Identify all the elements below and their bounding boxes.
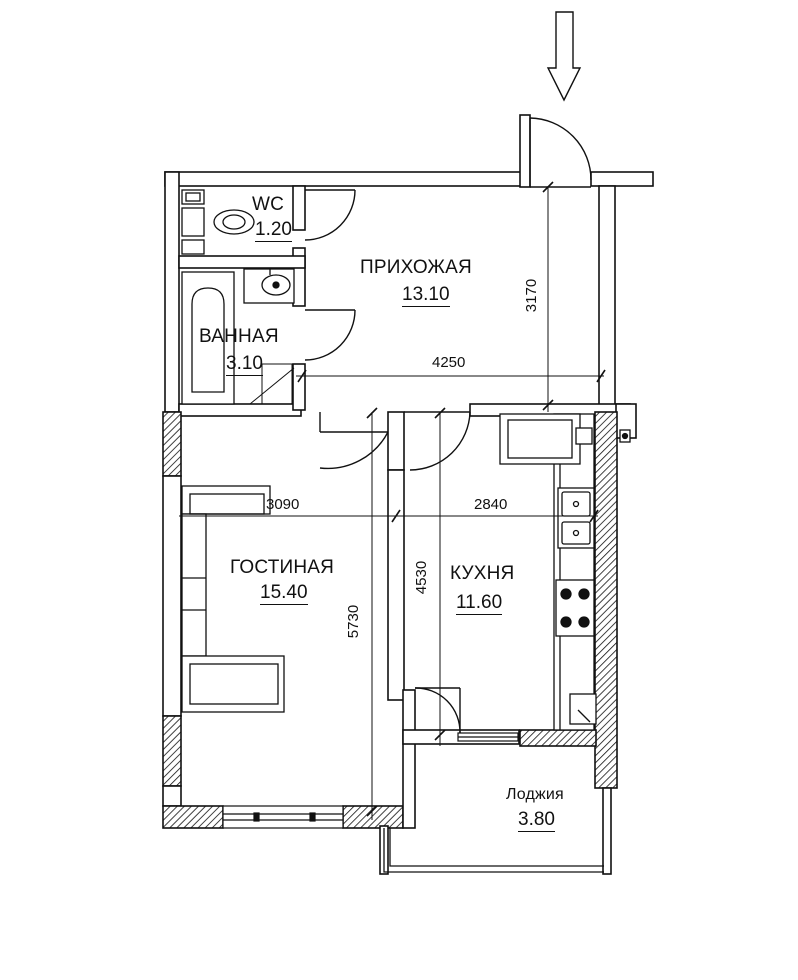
cabinet-icon [499, 413, 631, 465]
room-name-living: ГОСТИНАЯ [230, 557, 335, 578]
dimension-kitchen-depth: 4530 [413, 560, 431, 595]
dimension-hall-depth: 3170 [523, 278, 541, 313]
dimension-kitchen-width: 2840 [474, 496, 508, 513]
room-area-loggia: 3.80 [518, 809, 555, 832]
boiler-icon [569, 693, 597, 725]
toilet-icon [181, 189, 255, 255]
dimension-hall-width: 4250 [432, 354, 466, 371]
room-area-bath: 3.10 [226, 353, 263, 376]
room-area-living: 15.40 [260, 582, 308, 605]
room-name-loggia: Лоджия [506, 786, 564, 803]
dimension-living-width: 3090 [266, 496, 300, 513]
bathtub-icon [181, 271, 295, 405]
dimension-lines [179, 181, 606, 820]
room-name-kitchen: КУХНЯ [450, 563, 515, 584]
doors [304, 117, 592, 734]
kitchen-counter [553, 413, 595, 731]
washbasin-icon [243, 268, 295, 304]
stove-icon [555, 579, 595, 637]
sofa-icon [181, 485, 285, 713]
dimension-living-depth: 5730 [345, 604, 363, 639]
room-area-hall: 13.10 [402, 284, 450, 307]
room-area-kitchen: 11.60 [456, 592, 503, 615]
room-name-wc: WC [252, 194, 285, 215]
room-area-wc: 1.20 [255, 219, 292, 242]
entrance-arrow-icon [546, 11, 582, 102]
kitchen-loggia-door [457, 732, 519, 742]
sink-icon [557, 487, 595, 549]
room-name-hall: ПРИХОЖАЯ [360, 257, 472, 278]
hatched-walls [162, 411, 618, 829]
loggia-parapet [383, 828, 604, 873]
room-name-bath: ВАННАЯ [199, 326, 279, 347]
living-window [222, 805, 344, 829]
outer-walls [164, 114, 654, 439]
